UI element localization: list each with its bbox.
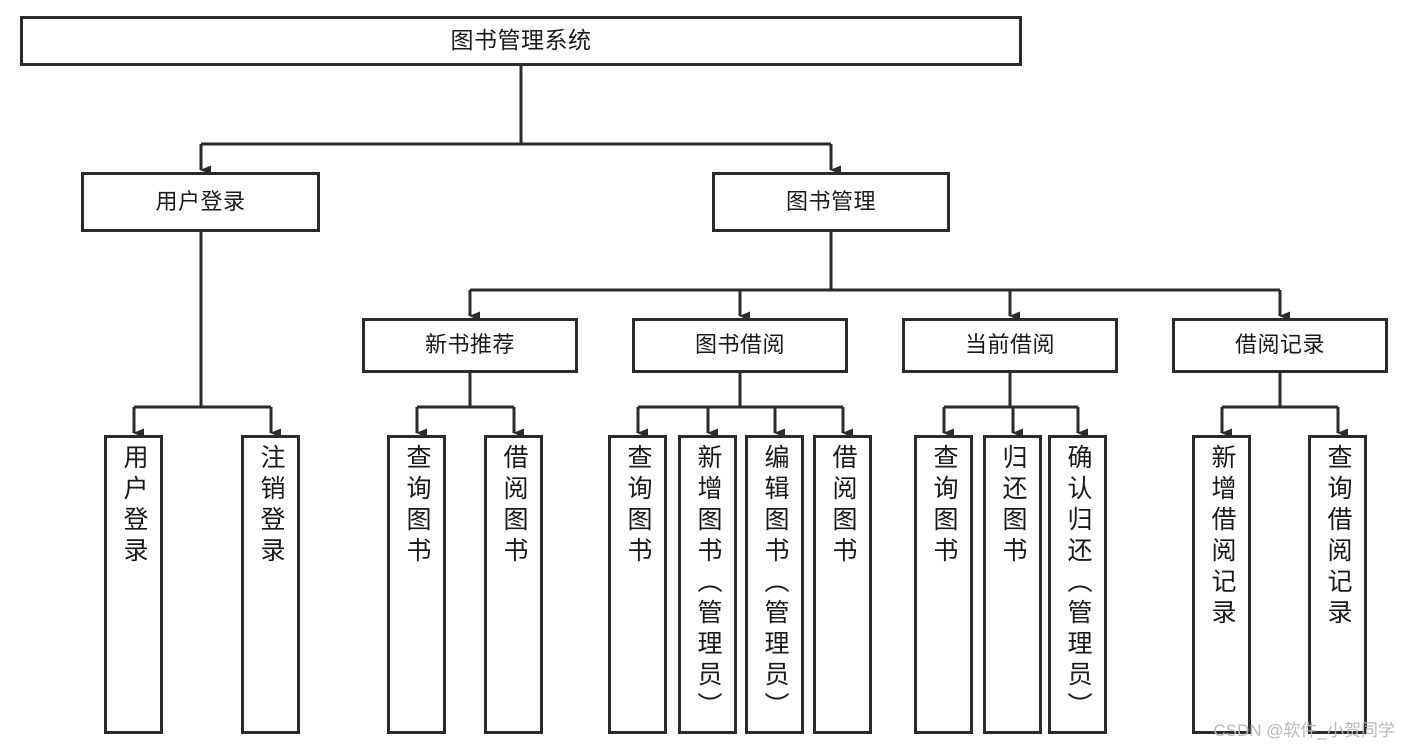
node-leaf-qry-record: 查询借阅记录 — [1308, 435, 1367, 734]
node-user-login: 用户登录 — [81, 172, 320, 232]
watermark-label: CSDN @软件_小贺同学 — [1213, 721, 1395, 740]
node-label: 注销登录 — [257, 444, 285, 568]
node-label: 用户登录 — [120, 444, 148, 568]
node-label: 借阅图书 — [500, 444, 528, 568]
node-leaf-edit-book: 编辑图书（管理员） — [745, 435, 804, 734]
node-leaf-query-1: 查询图书 — [387, 435, 446, 734]
node-label: 借阅图书 — [829, 444, 857, 568]
node-leaf-query-2: 查询图书 — [608, 435, 667, 734]
node-leaf-logout: 注销登录 — [241, 435, 300, 734]
node-leaf-query-3: 查询图书 — [914, 435, 973, 734]
node-book-manage: 图书管理 — [712, 172, 950, 232]
node-label: 新增图书（管理员） — [694, 444, 722, 723]
node-new-book-rec: 新书推荐 — [362, 318, 578, 373]
node-label: 图书管理 — [785, 188, 876, 214]
node-leaf-borrow-1: 借阅图书 — [484, 435, 543, 734]
node-label: 用户登录 — [155, 188, 246, 214]
node-current-borrow: 当前借阅 — [902, 318, 1118, 373]
node-label: 查询图书 — [624, 444, 652, 568]
node-label: 当前借阅 — [964, 332, 1055, 358]
node-label: 借阅记录 — [1234, 332, 1325, 358]
node-label: 查询图书 — [403, 444, 431, 568]
node-leaf-return: 归还图书 — [983, 435, 1042, 734]
node-label: 新增借阅记录 — [1208, 444, 1236, 630]
node-label: 查询借阅记录 — [1324, 444, 1352, 630]
node-leaf-add-book: 新增图书（管理员） — [678, 435, 737, 734]
node-label: 图书借阅 — [694, 332, 785, 358]
node-label: 归还图书 — [999, 444, 1027, 568]
node-leaf-borrow-2: 借阅图书 — [813, 435, 872, 734]
node-label: 图书管理系统 — [450, 27, 592, 54]
node-borrow-record: 借阅记录 — [1172, 318, 1388, 373]
node-label: 新书推荐 — [424, 332, 515, 358]
node-root: 图书管理系统 — [20, 16, 1022, 66]
node-book-borrow: 图书借阅 — [632, 318, 848, 373]
node-label: 查询图书 — [930, 444, 958, 568]
node-leaf-user-login: 用户登录 — [104, 435, 163, 734]
node-leaf-confirm: 确认归还（管理员） — [1048, 435, 1107, 734]
node-label: 编辑图书（管理员） — [761, 444, 789, 723]
node-label: 确认归还（管理员） — [1064, 444, 1092, 723]
node-leaf-add-record: 新增借阅记录 — [1192, 435, 1251, 734]
